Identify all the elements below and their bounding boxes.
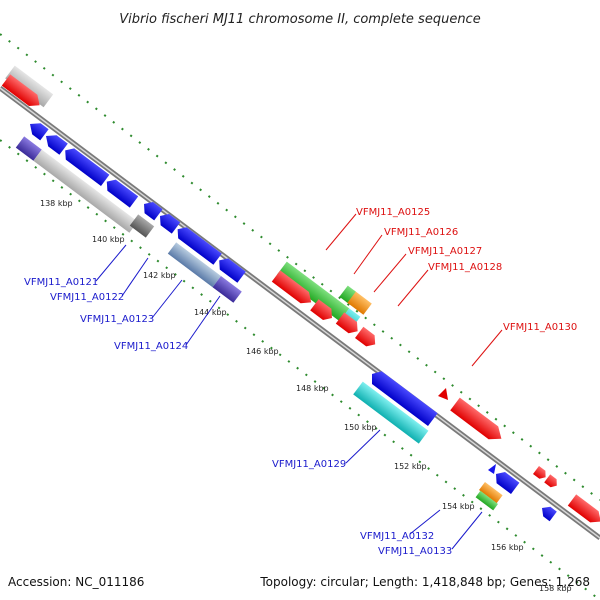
inner-tick-ring — [0, 139, 600, 600]
gene-gray — [33, 149, 138, 233]
tick-150-kbp: 150 kbp — [344, 423, 377, 432]
tick-158-kbp: 158 kbp — [539, 584, 572, 593]
tick-142-kbp: 142 kbp — [143, 271, 176, 280]
tick-146-kbp: 146 kbp — [246, 347, 279, 356]
gene-blue — [159, 214, 181, 234]
gene-label-a0127[interactable]: VFMJ11_A0127 — [408, 246, 482, 257]
tick-144-kbp: 144 kbp — [194, 308, 227, 317]
gene-orange — [345, 290, 372, 315]
blue-gene-labels: VFMJ11_A0121 VFMJ11_A0122 VFMJ11_A0123 V… — [24, 277, 452, 557]
gene-purple — [212, 276, 242, 303]
gene-blue — [496, 472, 520, 495]
red-gene-labels: VFMJ11_A0125 VFMJ11_A0126 VFMJ11_A0127 V… — [356, 207, 577, 333]
tick-152-kbp: 152 kbp — [394, 462, 427, 471]
tick-140-kbp: 140 kbp — [92, 235, 125, 244]
gene-red-small — [438, 388, 448, 400]
tick-154-kbp: 154 kbp — [442, 502, 475, 511]
gene-darkgray — [129, 214, 155, 238]
gene-label-a0132[interactable]: VFMJ11_A0132 — [360, 531, 434, 542]
blue-leader-lines — [95, 244, 483, 550]
tick-148-kbp: 148 kbp — [296, 384, 329, 393]
scale-labels: 138 kbp 140 kbp 142 kbp 144 kbp 146 kbp … — [40, 199, 572, 593]
gene-blue-small — [488, 464, 496, 474]
gene-green — [475, 490, 498, 511]
gene-cyan — [353, 381, 429, 444]
tick-138-kbp: 138 kbp — [40, 199, 73, 208]
gene-label-a0128[interactable]: VFMJ11_A0128 — [428, 262, 502, 273]
gene-red-small — [544, 474, 557, 488]
gene-red — [354, 326, 376, 347]
gene-label-a0130[interactable]: VFMJ11_A0130 — [503, 322, 577, 333]
gene-blue-small — [542, 506, 557, 522]
gene-label-a0125[interactable]: VFMJ11_A0125 — [356, 207, 430, 218]
gene-blue — [219, 258, 246, 283]
gene-blue — [45, 135, 68, 155]
gene-red — [567, 494, 600, 523]
gene-green — [277, 261, 350, 322]
gene-gray — [5, 65, 54, 108]
gene-red — [310, 299, 332, 321]
gene-label-a0124[interactable]: VFMJ11_A0124 — [114, 341, 188, 352]
outer-tick-ring — [0, 33, 600, 501]
gene-blue — [144, 202, 163, 221]
gene-label-a0126[interactable]: VFMJ11_A0126 — [384, 227, 458, 238]
gene-label-a0133[interactable]: VFMJ11_A0133 — [378, 546, 452, 557]
gene-purple — [15, 136, 42, 161]
gene-blue — [106, 179, 139, 208]
genes-forward-strand — [1, 65, 600, 523]
gene-blue — [65, 148, 110, 187]
genes-reverse-strand — [15, 123, 557, 522]
gene-blue — [177, 227, 222, 265]
gene-blue — [30, 123, 49, 141]
gene-steel — [167, 242, 221, 288]
tick-156-kbp: 156 kbp — [491, 543, 524, 552]
gene-label-a0129[interactable]: VFMJ11_A0129 — [272, 459, 346, 470]
red-leader-lines — [325, 213, 503, 367]
gene-label-a0123[interactable]: VFMJ11_A0123 — [80, 314, 154, 325]
gene-blue — [371, 371, 438, 427]
gene-red — [271, 270, 312, 304]
gene-red — [335, 312, 358, 334]
gene-red-small — [532, 466, 546, 479]
gene-label-a0122[interactable]: VFMJ11_A0122 — [50, 292, 124, 303]
topology-summary: Topology: circular; Length: 1,418,848 bp… — [259, 575, 590, 589]
accession-text: Accession: NC_011186 — [8, 575, 144, 589]
gene-green — [339, 285, 356, 303]
gene-orange — [478, 482, 503, 504]
map-title: Vibrio fischeri MJ11 chromosome II, comp… — [119, 12, 480, 27]
gene-label-a0121[interactable]: VFMJ11_A0121 — [24, 277, 98, 288]
gene-red — [1, 74, 40, 107]
chromosome-backbone — [0, 86, 600, 540]
gene-red — [450, 397, 502, 440]
